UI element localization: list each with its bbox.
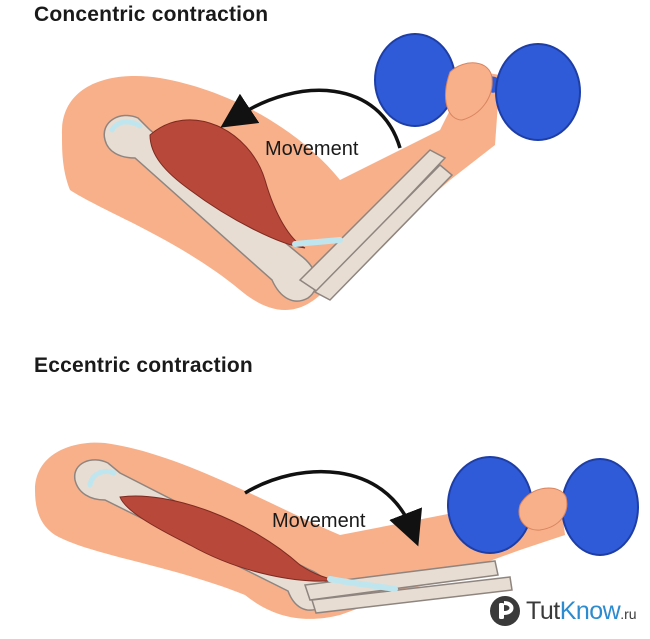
hand [518, 487, 568, 531]
concentric-title: Concentric contraction [34, 3, 269, 26]
concentric-illustration: Movement [61, 33, 581, 310]
forearm-bones [298, 149, 454, 301]
tendon [109, 119, 343, 247]
tutknow-watermark: TutKnow.ru [488, 594, 637, 628]
eccentric-illustration: Movement [35, 442, 639, 619]
watermark-text: TutKnow.ru [526, 596, 637, 625]
eccentric-title: Eccentric contraction [34, 354, 253, 377]
movement-label: Movement [272, 510, 366, 532]
tendon [87, 469, 398, 592]
curved-arrow-icon [220, 88, 402, 149]
humerus-bone [103, 114, 318, 302]
curved-arrow-icon [244, 469, 423, 547]
movement-label: Movement [265, 138, 359, 160]
forearm-bones [303, 560, 513, 614]
tutknow-logo-icon [490, 596, 520, 626]
biceps-muscle [149, 119, 306, 249]
hand [445, 62, 493, 121]
